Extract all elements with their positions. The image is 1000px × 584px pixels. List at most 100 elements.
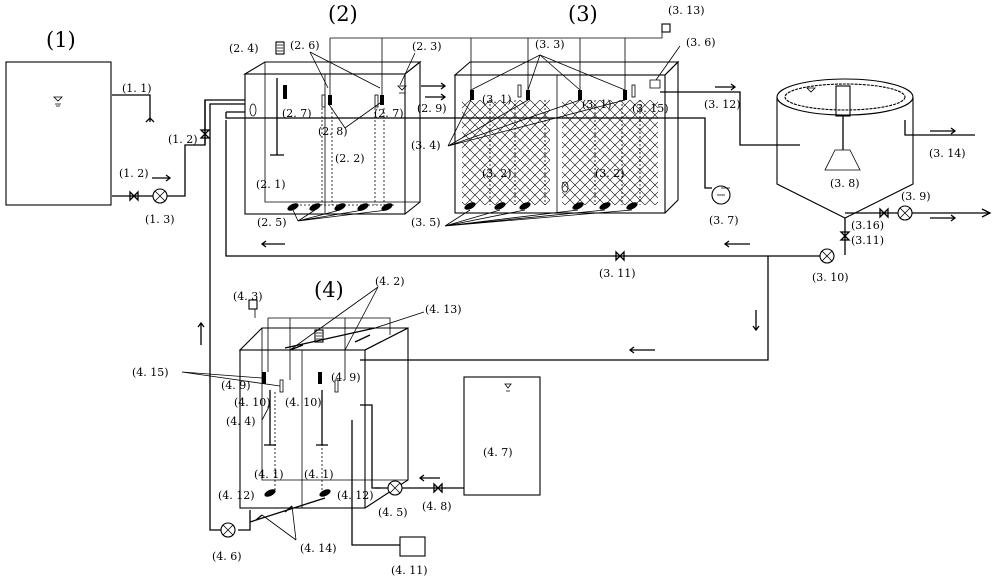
label-3-4: (3. 4) <box>411 139 441 152</box>
label-3-6: (3. 6) <box>686 36 716 49</box>
leader-4-4 <box>261 404 271 421</box>
label-2-9: (2. 9) <box>417 102 447 115</box>
label-1-2-bottom: (1. 2) <box>119 167 149 180</box>
label-4-7: (4. 7) <box>483 446 513 459</box>
label-4-9-right: (4. 9) <box>331 371 361 384</box>
flow-arrow-down <box>752 310 760 332</box>
label-4-12-right: (4. 12) <box>337 489 374 502</box>
leader-2-3 <box>399 52 416 86</box>
leader-3-4 <box>447 99 626 147</box>
label-1-2-vertical: (1. 2) <box>168 133 198 146</box>
label-2-8: (2. 8) <box>318 125 348 138</box>
pipe-to-clarifier <box>660 91 800 146</box>
inlet-pipe-1-1 <box>112 94 155 123</box>
flow-arrow-2-to-3 <box>421 82 447 90</box>
label-2-1: (2. 1) <box>256 178 286 191</box>
leader-4-13 <box>374 311 425 329</box>
label-3-2-right: (3. 2) <box>595 167 625 180</box>
pump-4-5 <box>387 480 403 496</box>
label-2-6: (2. 6) <box>290 39 320 52</box>
flow-arrow-return-1 <box>260 240 285 248</box>
label-4-10-right: (4. 10) <box>285 396 322 409</box>
label-4-11: (4. 11) <box>391 564 428 577</box>
flow-arrow-unit4-in <box>628 346 655 354</box>
leader-3-3 <box>470 54 626 91</box>
unit4-drain <box>351 420 400 546</box>
label-4-3: (4. 3) <box>233 290 263 303</box>
valve-1-2-bottom <box>129 190 139 202</box>
blower-3-7 <box>711 185 731 205</box>
pump-3-10 <box>819 248 835 264</box>
label-3-16: (3.16) <box>851 219 884 232</box>
tank-4-7 <box>463 376 541 496</box>
pump-4-6-link <box>238 510 251 531</box>
valve-3-11-vertical <box>839 231 851 241</box>
unit-4-tank <box>238 299 409 509</box>
label-2-7-left: (2. 7) <box>282 107 312 120</box>
flow-arrow-3-12 <box>715 83 737 91</box>
label-1-3: (1. 3) <box>145 213 175 226</box>
valve-1-2-vertical <box>199 129 211 139</box>
label-3-10: (3. 10) <box>812 271 849 284</box>
leader-4-2 <box>289 286 379 351</box>
pump-1-3 <box>152 188 168 204</box>
leader-2-8 <box>327 102 381 129</box>
label-4-1-left: (4. 1) <box>254 468 284 481</box>
label-3-2-left: (3. 2) <box>482 167 512 180</box>
raw-water-tank <box>5 61 112 206</box>
label-2-4: (2. 4) <box>229 42 259 55</box>
label-3-1-left: (3. 1) <box>482 93 512 106</box>
valve-4-8 <box>433 482 443 494</box>
leader-4-15 <box>181 371 281 387</box>
unit4-zigzag-top <box>284 327 376 351</box>
flow-arrow-return-2 <box>723 240 750 248</box>
label-3-11-vertical: (3.11) <box>851 234 884 247</box>
leader-2-6 <box>309 51 381 89</box>
label-3-3: (3. 3) <box>535 38 565 51</box>
label-4-9-left: (4. 9) <box>221 379 251 392</box>
label-3-1-right: (3. 1) <box>582 98 612 111</box>
label-3-11: (3. 11) <box>599 267 636 280</box>
label-4-4: (4. 4) <box>226 415 256 428</box>
label-4-14: (4. 14) <box>300 542 337 555</box>
label-4-2: (4. 2) <box>375 275 405 288</box>
label-3-7: (3. 7) <box>709 214 739 227</box>
unit-4-label: (4) <box>314 278 344 302</box>
label-4-8: (4. 8) <box>422 500 452 513</box>
label-2-7-right: (2. 7) <box>374 107 404 120</box>
leader-3-5 <box>444 209 633 227</box>
pump-4-6 <box>220 522 236 538</box>
unit4-zigzag-bottom <box>249 497 326 523</box>
leader-2-5 <box>292 209 388 222</box>
unit-2-label: (2) <box>328 2 358 26</box>
label-3-14: (3. 14) <box>929 147 966 160</box>
flow-arrow-up <box>197 321 205 345</box>
label-3-8: (3. 8) <box>830 177 860 190</box>
feed-line <box>112 99 245 197</box>
label-4-12-left: (4. 12) <box>218 489 255 502</box>
label-3-12: (3. 12) <box>704 98 741 111</box>
arrow-sludge-out <box>930 208 992 222</box>
valve-3-16 <box>879 207 889 219</box>
unit4-outlet <box>360 404 380 489</box>
label-4-5: (4. 5) <box>378 506 408 519</box>
flow-arrow-4-8 <box>418 474 440 482</box>
label-4-15: (4. 15) <box>132 366 169 379</box>
unit-3-label: (3) <box>568 2 598 26</box>
air-pipe <box>225 111 712 189</box>
label-3-9: (3. 9) <box>901 190 931 203</box>
return-pipe-to-unit4 <box>360 256 769 361</box>
clarifier-outlet <box>904 120 975 136</box>
label-4-1-right: (4. 1) <box>304 468 334 481</box>
label-4-10-left: (4. 10) <box>234 396 271 409</box>
label-2-3: (2. 3) <box>412 40 442 53</box>
label-4-6: (4. 6) <box>212 550 242 563</box>
clarifier-3-8 <box>776 78 914 219</box>
return-pipe-to-unit2 <box>225 120 820 257</box>
pump-3-9 <box>897 205 913 221</box>
label-4-13: (4. 13) <box>425 303 462 316</box>
leader-3-6 <box>655 45 681 81</box>
label-3-13: (3. 13) <box>668 4 705 17</box>
flow-arrow-2-9 <box>425 93 447 101</box>
